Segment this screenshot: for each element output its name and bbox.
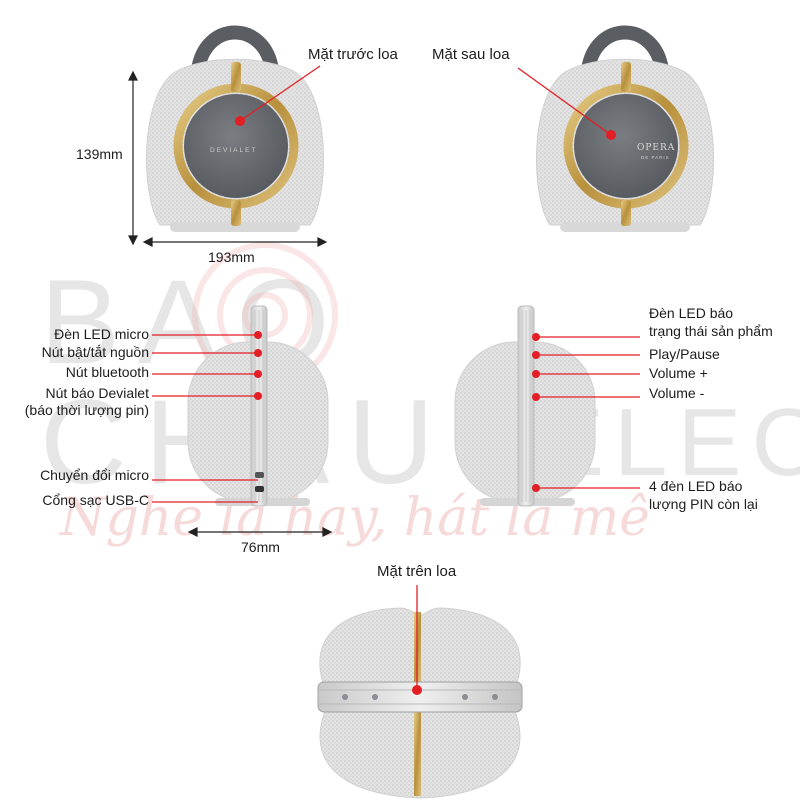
height-dimension: 139mm [76,146,123,162]
back-logo-sub: DE PARIS [641,155,670,160]
front-callout [239,65,321,122]
right-side-speaker [454,305,596,507]
label-battery-leds-2: lượng PIN còn lại [649,496,758,512]
label-devialet-button: Nút báo Devialet [45,385,149,401]
back-face-label: Mặt sau loa [432,46,510,63]
label-status-led-2: trạng thái sản phẩm [649,323,773,339]
front-speaker [145,25,325,232]
label-volume-up: Volume + [649,365,708,381]
top-view-speaker [317,607,523,799]
front-face-label: Mặt trước loa [308,46,398,63]
label-bluetooth-button: Nút bluetooth [65,364,149,380]
back-logo: OPERA [637,143,676,153]
left-callouts [152,334,258,503]
front-logo: DEVIALET [210,147,258,154]
right-markers [532,333,540,492]
front-marker [235,116,245,126]
label-status-led: Đèn LED báo [649,305,734,321]
top-face-label: Mặt trên loa [377,563,457,580]
depth-dimension-line [187,527,333,537]
back-speaker [535,25,715,232]
back-marker [606,130,616,140]
left-side-speaker [187,305,329,507]
top-marker [412,685,422,695]
height-dimension-line [128,70,138,246]
label-play-pause: Play/Pause [649,346,720,362]
width-dimension: 193mm [208,249,255,265]
depth-dimension: 76mm [241,539,280,555]
label-micro-switch: Chuyển đổi micro [40,467,149,483]
label-micro-led: Đèn LED micro [54,326,149,342]
label-battery-leds: 4 đèn LED báo [649,478,743,494]
back-callout [517,67,612,136]
left-markers [254,331,262,400]
width-dimension-line [142,237,328,247]
label-power-button: Nút bật/tắt nguồn [41,344,149,360]
label-volume-down: Volume - [649,385,705,401]
right-callouts [536,336,640,489]
label-usb-c-port: Cổng sạc USB-C [42,492,149,508]
label-devialet-button-note: (báo thời lượng pin) [24,402,149,418]
